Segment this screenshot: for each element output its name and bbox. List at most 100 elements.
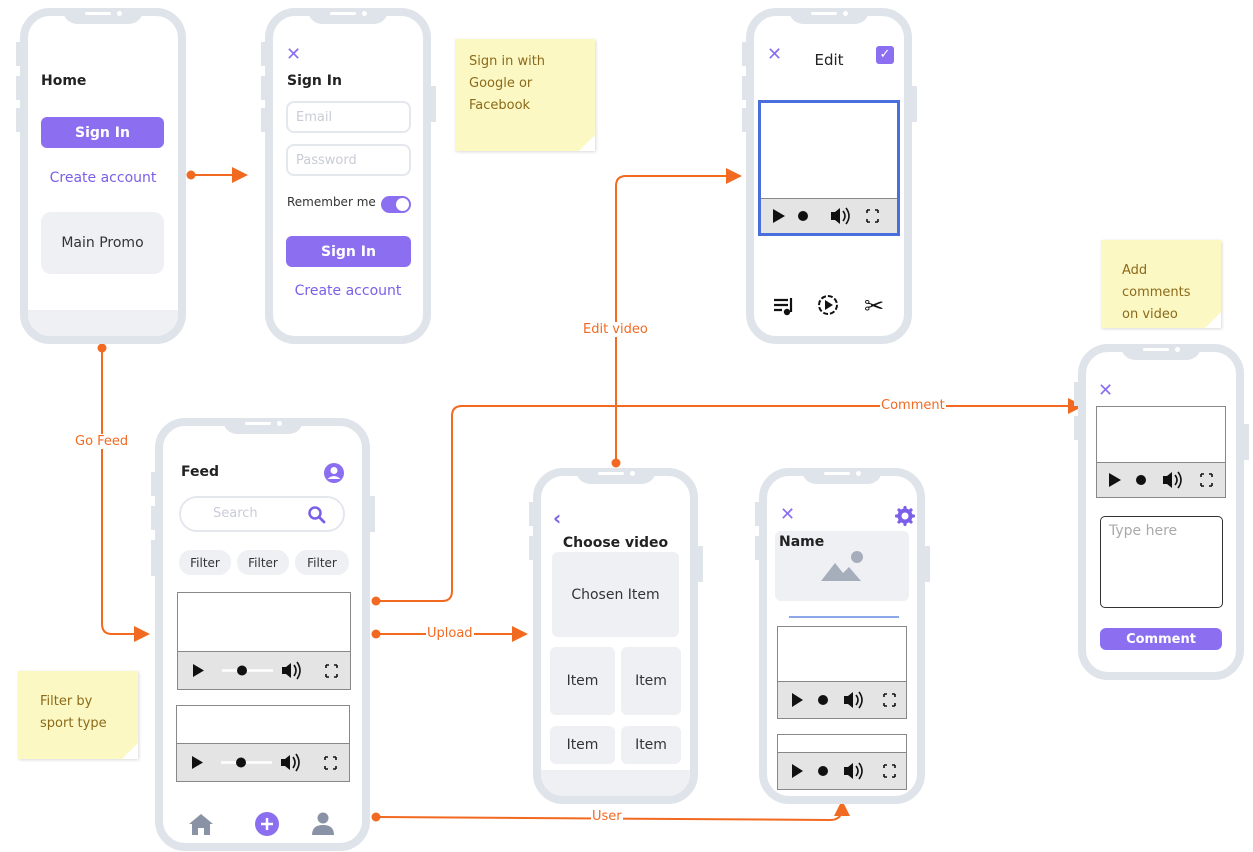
go-feed-label: Go Feed	[74, 434, 130, 449]
video-player-selected[interactable]	[758, 100, 900, 236]
edit-video-label: Edit video	[582, 322, 649, 337]
upload-label: Upload	[426, 626, 474, 641]
page-title: Home	[41, 73, 87, 89]
edit-toolbar[interactable]: ✂	[754, 288, 904, 328]
seek-icon	[1136, 475, 1146, 485]
video-player[interactable]	[777, 626, 907, 719]
note-line: Filter by	[40, 694, 93, 709]
note-line: on video	[1122, 307, 1178, 322]
confirm-checkbox-icon[interactable]: ✓	[876, 46, 894, 64]
filter-chip[interactable]: Filter	[237, 550, 289, 575]
volume-icon	[1163, 472, 1172, 488]
add-icon[interactable]	[255, 812, 279, 836]
page-title: Sign In	[287, 73, 342, 89]
seek-icon	[818, 766, 828, 776]
filter-chip[interactable]: Filter	[295, 550, 349, 575]
remember-me-label: Remember me	[287, 195, 376, 209]
page-title: Choose video	[562, 535, 669, 551]
video-player[interactable]	[176, 705, 350, 782]
bottom-nav	[189, 812, 334, 836]
create-account-link[interactable]: Create account	[49, 170, 157, 186]
filter-chip[interactable]: Filter	[179, 550, 231, 575]
grid-item[interactable]: Item	[550, 726, 615, 764]
video-controls	[192, 753, 337, 772]
note-line: sport type	[40, 716, 107, 731]
close-icon[interactable]: ✕	[1098, 380, 1114, 401]
grid-item[interactable]: Item	[550, 647, 615, 715]
home-screen: Home Sign In Create account Main Promo	[20, 8, 186, 344]
user-screen: ✕ Name	[759, 468, 925, 804]
email-field[interactable]: Email	[286, 101, 411, 133]
volume-icon	[282, 663, 291, 678]
note-line: comments	[1122, 285, 1191, 300]
page-title: Edit	[814, 51, 844, 69]
video-player[interactable]	[1096, 406, 1226, 498]
seek-icon	[818, 695, 828, 705]
sign-in-button[interactable]: Sign In	[286, 236, 411, 267]
user-label: User	[591, 809, 623, 824]
gear-icon[interactable]	[895, 506, 915, 526]
connector-user	[375, 800, 850, 822]
connector-go-feed	[101, 348, 150, 642]
sticky-note-signin: Sign in with Google or Facebook	[455, 39, 595, 151]
playback-speed-icon	[818, 295, 838, 315]
video-controls	[792, 762, 896, 780]
signin-screen: ✕ Sign In Email Password Remember me Sig…	[265, 8, 431, 344]
fullscreen-icon	[883, 764, 896, 778]
video-player[interactable]	[777, 734, 907, 790]
connector-edit-video	[615, 168, 742, 463]
volume-icon	[831, 208, 840, 224]
video-controls	[792, 691, 896, 709]
fullscreen-icon	[883, 693, 896, 707]
close-icon[interactable]: ✕	[780, 504, 796, 525]
sticky-note-filter: Filter by sport type	[18, 671, 138, 759]
grid-item[interactable]: Item	[621, 726, 681, 764]
grid-item[interactable]: Item	[621, 647, 681, 715]
fullscreen-icon	[866, 209, 879, 223]
feed-screen: Feed Search Filter Filter Filter	[155, 418, 370, 851]
sign-in-button[interactable]: Sign In	[41, 117, 164, 148]
fullscreen-icon	[325, 664, 338, 678]
play-icon	[1109, 473, 1121, 487]
video-controls	[773, 207, 879, 225]
comment-textarea[interactable]: Type here	[1100, 516, 1223, 608]
password-field[interactable]: Password	[286, 144, 411, 176]
video-controls	[1109, 471, 1213, 489]
profile-card: Name	[775, 531, 909, 601]
seek-icon	[237, 665, 247, 676]
seek-icon	[236, 757, 246, 768]
search-icon[interactable]	[307, 505, 327, 525]
user-name: Name	[779, 534, 825, 550]
close-icon[interactable]: ✕	[286, 44, 302, 65]
comment-screen: ✕ Type here Comment	[1078, 344, 1244, 680]
back-icon[interactable]: ‹	[553, 506, 562, 530]
play-icon	[792, 693, 803, 707]
volume-icon	[281, 755, 290, 770]
search-placeholder: Search	[213, 506, 258, 521]
fullscreen-icon	[324, 756, 337, 770]
note-line: Facebook	[469, 98, 531, 113]
comment-label: Comment	[880, 398, 946, 413]
profile-icon[interactable]	[323, 462, 345, 484]
main-promo[interactable]: Main Promo	[41, 212, 164, 274]
play-icon	[193, 664, 204, 677]
close-icon[interactable]: ✕	[767, 44, 783, 65]
comment-button[interactable]: Comment	[1100, 628, 1222, 650]
sticky-note-comments: Add comments on video	[1101, 240, 1221, 328]
remember-me-toggle[interactable]	[381, 196, 411, 213]
divider	[789, 616, 899, 618]
create-account-link[interactable]: Create account	[294, 283, 402, 299]
chosen-item[interactable]: Chosen Item	[552, 552, 679, 637]
home-icon[interactable]	[189, 814, 213, 835]
video-controls	[193, 661, 338, 680]
volume-icon	[844, 692, 853, 708]
music-icon	[774, 298, 793, 316]
edit-screen: ✕ Edit ✓ ✂	[746, 8, 912, 344]
user-icon[interactable]	[312, 812, 334, 836]
play-icon	[773, 209, 785, 223]
note-line: Add	[1122, 263, 1148, 278]
page-title: Feed	[181, 464, 220, 480]
video-player[interactable]	[177, 592, 351, 690]
search-input[interactable]: Search	[179, 496, 345, 532]
